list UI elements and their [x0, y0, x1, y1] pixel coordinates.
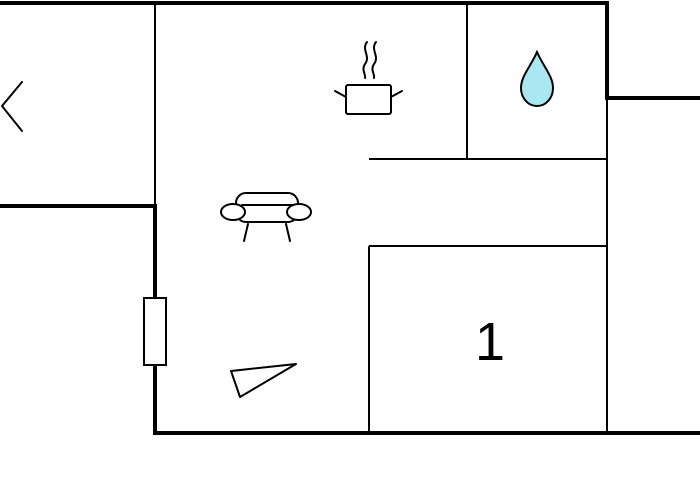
sofa-icon [220, 192, 312, 242]
exterior-walls [0, 1, 700, 435]
tv-icon [230, 363, 297, 398]
water-drop-icon [519, 49, 555, 108]
door-icon [143, 297, 167, 366]
room-number-bedroom: 1 [475, 312, 505, 372]
kitchen-pot-icon [334, 41, 403, 115]
interior-walls [154, 3, 608, 433]
terrace-arrow-icon [1, 81, 23, 132]
